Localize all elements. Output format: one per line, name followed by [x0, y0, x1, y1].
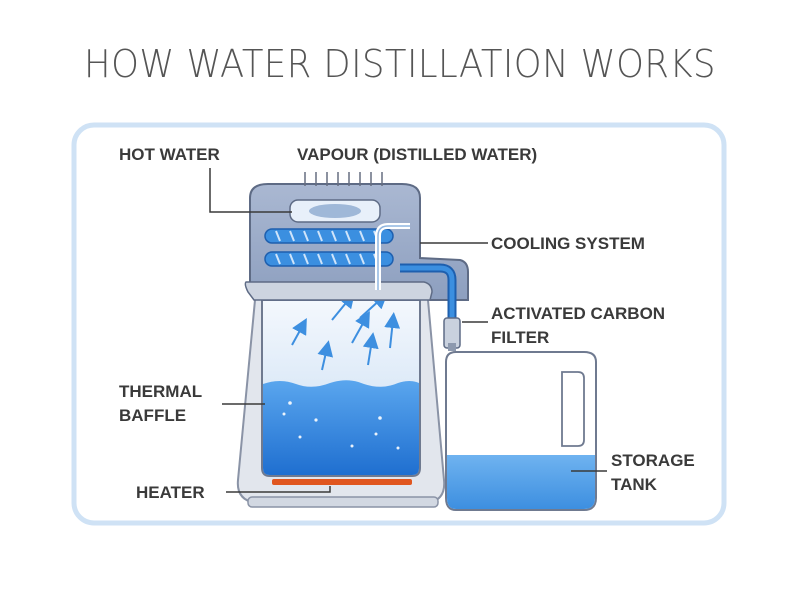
label-cooling-system: COOLING SYSTEM	[491, 234, 645, 253]
vent-fins	[304, 172, 383, 186]
label-thermal-baffle-1: THERMAL	[119, 382, 202, 401]
cooling-coils	[264, 228, 394, 267]
page-title: HOW WATER DISTILLATION WORKS	[84, 42, 716, 86]
vapour-arrows	[291, 291, 401, 371]
storage-water	[447, 455, 595, 509]
label-heater: HEATER	[136, 483, 205, 502]
label-storage-tank-1: STORAGE	[611, 451, 695, 470]
label-carbon-filter-1: ACTIVATED CARBON	[491, 304, 665, 323]
label-vapour: VAPOUR (DISTILLED WATER)	[297, 145, 537, 164]
boiling-water	[263, 380, 419, 475]
water-bubbles	[282, 401, 400, 450]
label-storage-tank-2: TANK	[611, 475, 658, 494]
label-thermal-baffle-2: BAFFLE	[119, 406, 186, 425]
label-hot-water: HOT WATER	[119, 145, 220, 164]
heater-element	[272, 479, 412, 485]
callout-lines	[209, 168, 607, 493]
label-carbon-filter-2: FILTER	[491, 328, 549, 347]
